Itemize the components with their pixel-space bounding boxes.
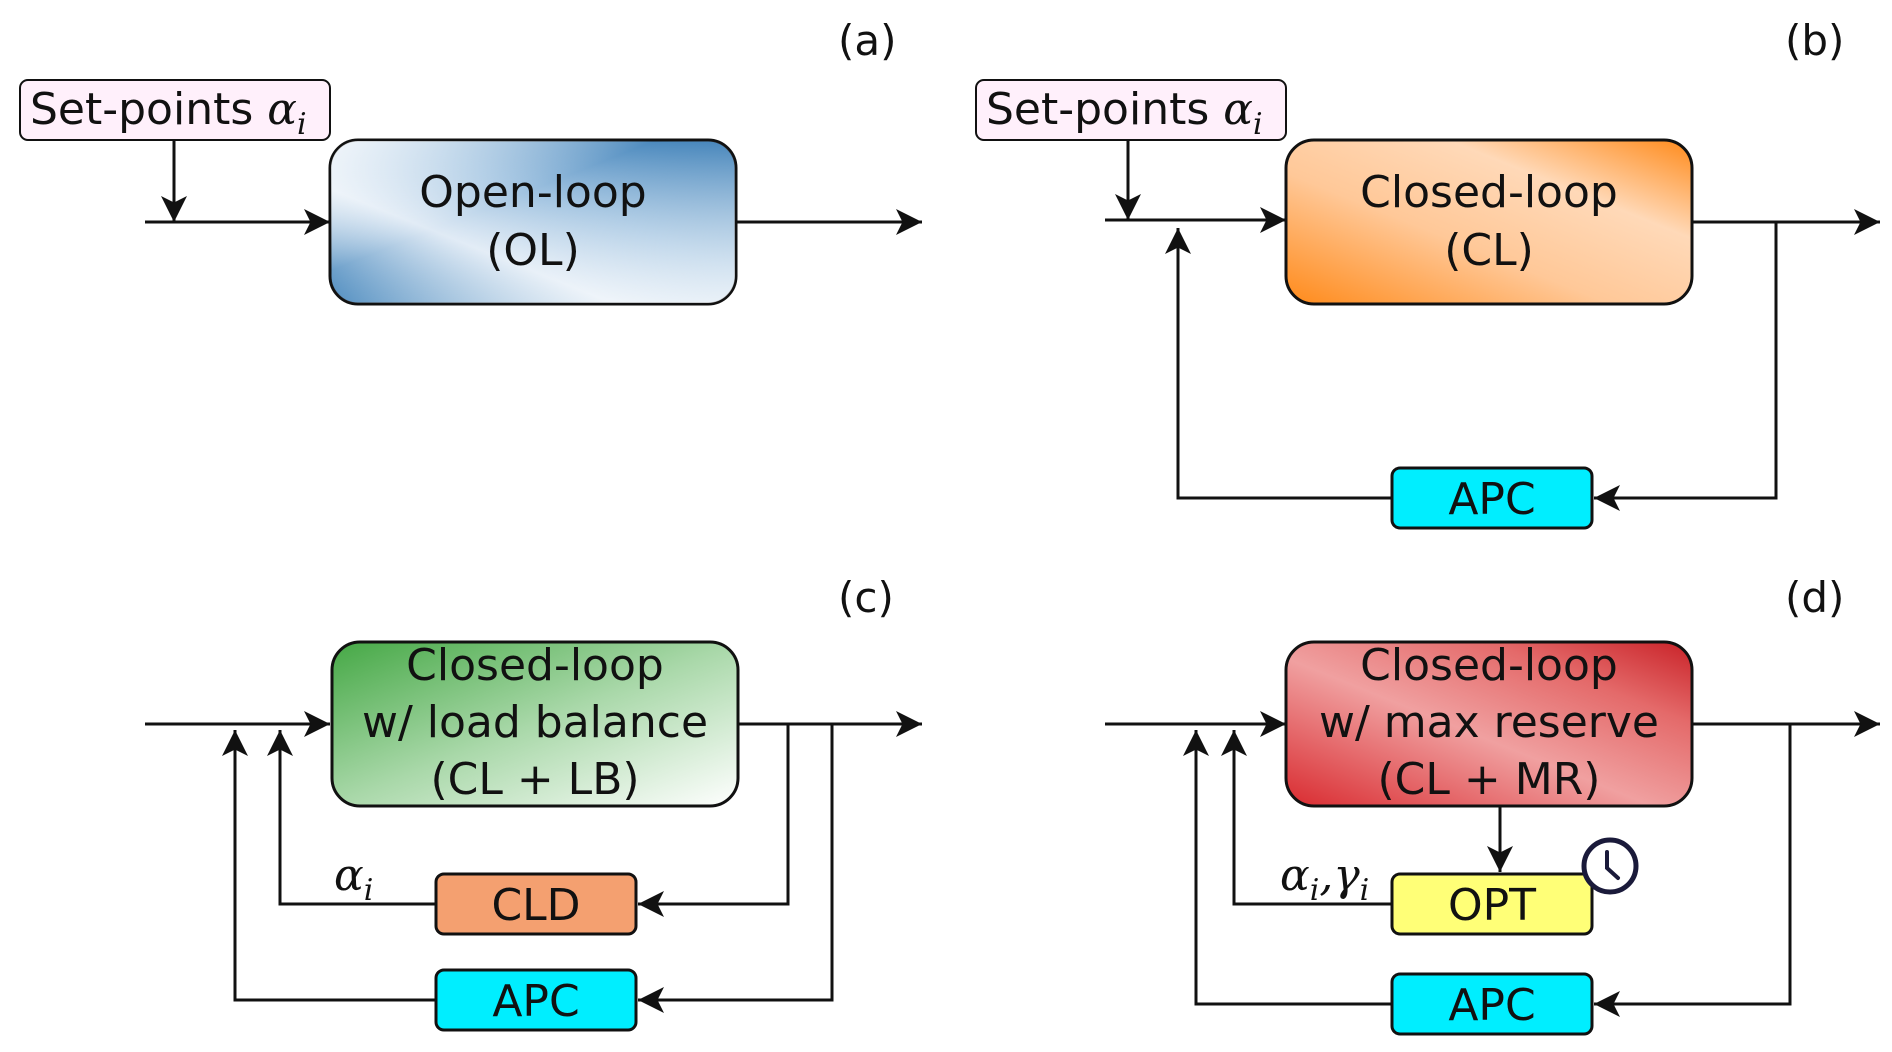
feedback-to-cld bbox=[638, 724, 790, 917]
apc-return-arrow-b bbox=[1165, 228, 1392, 500]
setpoints-box-a: Set-points αi bbox=[19, 79, 331, 142]
panel-d: (d) Closed-loop w/ max reserve (CL + MR)… bbox=[1105, 573, 1880, 1036]
max-reserve-subtitle: w/ max reserve bbox=[1319, 697, 1659, 748]
open-loop-title: Open-loop bbox=[419, 167, 646, 218]
panel-b: (b) Set-points αi Closed-loop (CL) APC bbox=[975, 16, 1880, 530]
feedback-to-apc-c bbox=[638, 724, 834, 1013]
load-balance-abbrev: (CL + LB) bbox=[430, 754, 639, 805]
opt-block: OPT bbox=[1390, 872, 1594, 936]
apc-label-c: APC bbox=[492, 976, 579, 1027]
closed-loop-title: Closed-loop bbox=[1360, 167, 1618, 218]
setpoints-alpha-a: α bbox=[267, 84, 297, 135]
panel-c: (c) Closed-loop w/ load balance (CL + LB… bbox=[145, 573, 922, 1032]
feedback-to-apc-b bbox=[1594, 222, 1778, 511]
cld-label: CLD bbox=[491, 880, 580, 931]
clock-icon bbox=[1581, 837, 1639, 895]
open-loop-block: Open-loop (OL) bbox=[328, 138, 738, 306]
closed-loop-block: Closed-loop (CL) bbox=[1284, 138, 1694, 306]
panel-a-label: (a) bbox=[838, 16, 897, 65]
panel-b-label: (b) bbox=[1785, 16, 1844, 65]
panel-c-label: (c) bbox=[838, 573, 894, 622]
load-balance-subtitle: w/ load balance bbox=[362, 697, 708, 748]
max-reserve-title: Closed-loop bbox=[1360, 640, 1618, 691]
load-balance-title: Closed-loop bbox=[406, 640, 664, 691]
setpoints-sub-b: i bbox=[1253, 107, 1263, 142]
setpoints-sub-a: i bbox=[297, 107, 307, 142]
closed-loop-abbrev: (CL) bbox=[1444, 225, 1534, 276]
apc-return-arrow-d bbox=[1183, 730, 1392, 1006]
apc-label-b: APC bbox=[1448, 474, 1535, 525]
svg-text:Set-points αi: Set-points αi bbox=[30, 84, 307, 142]
opt-label: OPT bbox=[1448, 880, 1536, 931]
opt-return-arrow bbox=[1221, 730, 1392, 906]
setpoints-text-a: Set-points bbox=[30, 84, 267, 135]
alpha-feedback-label-c: αi bbox=[334, 850, 373, 908]
setpoints-box-b: Set-points αi bbox=[975, 79, 1287, 142]
apc-label-d: APC bbox=[1448, 980, 1535, 1031]
apc-block-d: APC bbox=[1390, 972, 1594, 1036]
setpoints-text-b: Set-points bbox=[986, 84, 1223, 135]
feedback-to-apc-d bbox=[1594, 724, 1792, 1017]
svg-text:Set-points αi: Set-points αi bbox=[986, 84, 1263, 142]
cld-block: CLD bbox=[434, 872, 638, 936]
max-reserve-abbrev: (CL + MR) bbox=[1378, 754, 1601, 805]
apc-block-c: APC bbox=[434, 968, 638, 1032]
panel-a: (a) Set-points αi Open-loop (OL) bbox=[19, 16, 922, 306]
alpha-gamma-feedback-label: αi,γi bbox=[1280, 850, 1369, 908]
apc-return-arrow-c bbox=[222, 730, 436, 1002]
panel-d-label: (d) bbox=[1785, 573, 1844, 622]
cld-return-arrow bbox=[267, 730, 436, 906]
load-balance-block: Closed-loop w/ load balance (CL + LB) bbox=[330, 640, 740, 808]
max-reserve-block: Closed-loop w/ max reserve (CL + MR) bbox=[1284, 640, 1694, 808]
open-loop-abbrev: (OL) bbox=[486, 225, 579, 276]
setpoints-alpha-b: α bbox=[1223, 84, 1253, 135]
apc-block-b: APC bbox=[1390, 466, 1594, 530]
